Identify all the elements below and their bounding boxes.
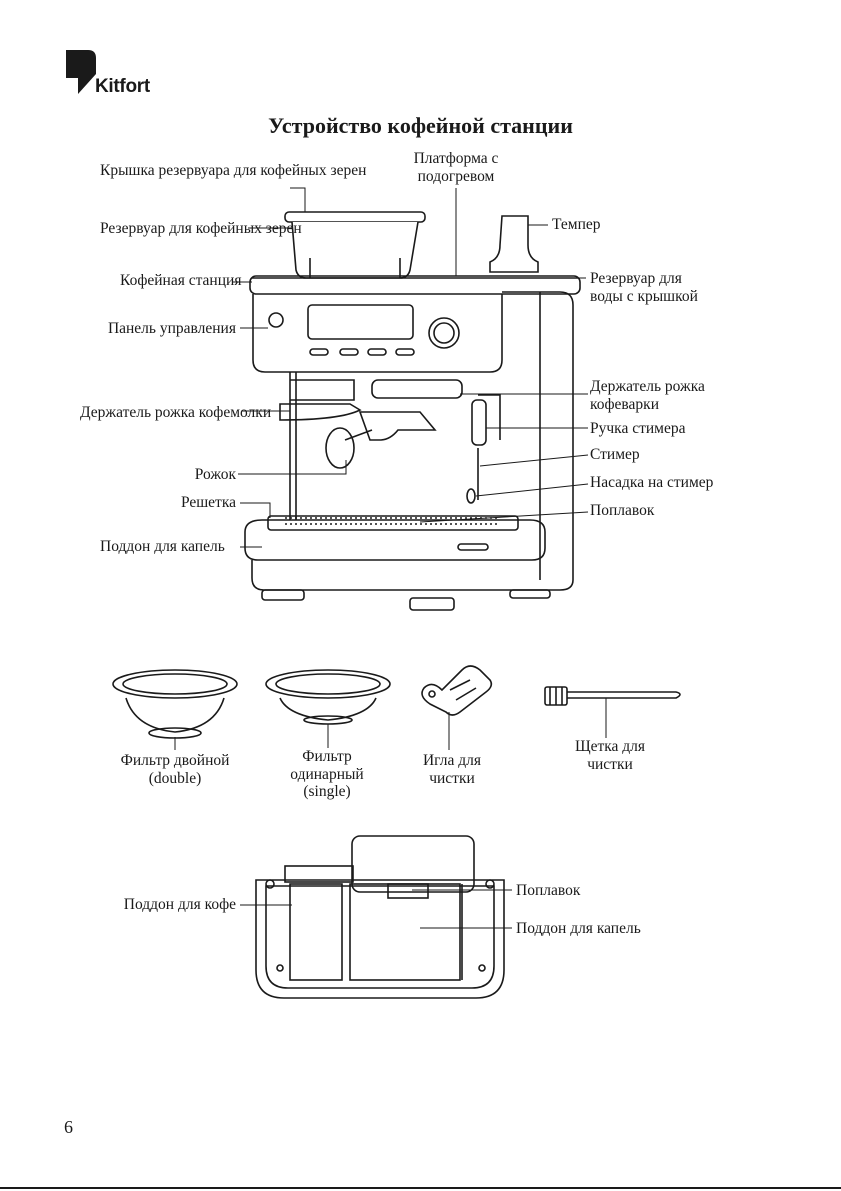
label-float: Поплавок <box>590 502 655 519</box>
brand-name: Kitfort <box>95 76 150 97</box>
kitfort-logo-icon <box>66 50 96 94</box>
coffee-machine-illustration <box>244 211 581 611</box>
label-tray-drip: Поддон для капель <box>516 920 641 937</box>
label-steam-nozzle: Насадка на стимер <box>590 474 714 491</box>
label-bean-lid: Крышка резервуара для кофейных зерен <box>100 162 367 179</box>
label-bean-hopper: Резервуар для кофейных зерен <box>100 220 302 237</box>
label-brew-holder: Держатель рожка кофеварки <box>590 378 705 413</box>
label-drip-tray: Поддон для капель <box>100 538 225 555</box>
label-coffee-station: Кофейная станция <box>120 272 242 289</box>
label-portafilter: Рожок <box>194 466 236 483</box>
label-grinder-holder: Держатель рожка кофемолки <box>80 404 272 421</box>
page-number: 6 <box>64 1117 73 1137</box>
label-cleaning-brush: Щетка для чистки <box>574 738 646 773</box>
bottom-rule <box>0 1187 841 1189</box>
tray-illustration <box>255 835 505 999</box>
label-filter-single: Фильтр одинарный (single) <box>290 748 364 800</box>
page-title: Устройство кофейной станции <box>268 113 573 138</box>
label-filter-double: Фильтр двойной (double) <box>120 752 230 787</box>
label-steam-handle: Ручка стимера <box>590 420 686 437</box>
label-steamer: Стимер <box>590 446 640 463</box>
label-warming-platform: Платформа с подогревом <box>413 150 499 185</box>
accessories-illustration <box>112 665 681 739</box>
label-tamper: Темпер <box>552 216 601 233</box>
label-control-panel: Панель управления <box>107 320 236 337</box>
label-grille: Решетка <box>180 494 236 511</box>
label-cleaning-needle: Игла для чистки <box>422 752 481 787</box>
label-coffee-tray: Поддон для кофе <box>123 896 236 913</box>
label-water-tank: Резервуар для воды с крышкой <box>590 270 698 305</box>
label-tray-float: Поплавок <box>516 882 581 899</box>
